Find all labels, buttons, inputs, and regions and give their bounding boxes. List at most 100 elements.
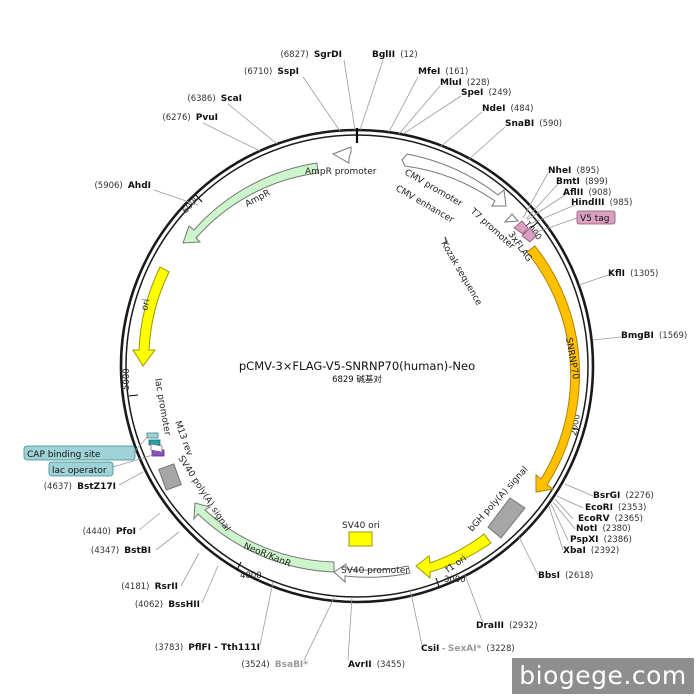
site-sspi: (6710) SspI [244,59,299,78]
leader-tth111i [259,581,274,646]
tick-4000 [236,561,242,571]
t7-promoter-arrow [503,213,520,223]
site-pspxi: PspXI (2386) [570,527,632,546]
site-leader-lines [118,59,622,661]
cap-binding-site-callout-box [23,445,136,461]
leader-rsrii [180,552,200,587]
f1-ori-arrow [415,533,492,580]
tick-label-5000: 5000 [122,368,132,390]
label-t7-promoter: T7 promoter [467,206,516,252]
site-bbsi: BbsI (2618) [538,563,593,582]
leader-noti [552,501,576,530]
v5-tag-arrow [521,227,537,243]
leader-ecorv [554,498,574,520]
kozak-sequence-mark [444,236,448,244]
label-sv40-polya: SV40 poly(A) signal [175,454,231,533]
tick-3000 [435,577,440,588]
leader-draiii [464,574,484,624]
cap-binding-site-callout-line [134,435,149,452]
lac-operator-callout-line [112,454,154,468]
site-xbai: XbaI (2392) [563,538,619,557]
leader-nhei-group-2 [525,183,559,220]
leader-bsrgi [564,483,594,497]
ori-arrow [132,266,170,367]
site-scai: (6386) ScaI [187,86,242,105]
tick-label-4000: 4000 [240,571,262,581]
site-pfoi: (4440) PfoI [83,519,136,538]
leader-bmgbi [592,336,622,341]
site-csii-sexai: CsiI - SexAI* (3228) [421,636,515,655]
site-noti: NotI (2380) [576,516,631,535]
leader-sspi [302,76,341,132]
leader-bsabi [303,595,336,661]
lac-promoter-arrow [150,443,163,453]
site-bglii: BglII (12) [372,42,418,61]
label-kozak-sequence: Kozak sequence [438,240,483,308]
site-bstz17i: (4637) BstZ17I [44,474,116,493]
leader-xbai [548,505,564,551]
site-mlui: MluI (228) [440,70,490,89]
site-ahdi: (5906) AhdI [94,173,151,192]
ampr-arrow [182,162,319,244]
bgh-polya-box [487,497,526,539]
site-avrii: AvrII (3455) [348,652,405,671]
site-bmgbi: BmgBI (1569) [621,323,687,342]
label-sv40-promoter: SV40 promoter [341,566,409,576]
leader-spei [402,95,462,135]
leader-snabi [467,126,506,161]
leader-kfli [578,274,609,286]
plasmid-size: 6829 碱基对 [332,374,382,385]
label-lac-promoter: lac promoter [152,378,172,437]
leader-mfei [388,76,419,133]
leader-ahdi [153,189,199,206]
label-ori: ori [140,298,152,312]
site-ecori: EcoRI (2353) [585,495,646,514]
site-ecorv: EcoRV (2365) [578,506,643,525]
3xflag-arrow [513,220,529,235]
lac-operator-callout-box [48,461,114,477]
leader-bbsi [518,536,539,576]
site-draiii: DraIII (2932) [476,613,537,632]
label-cap-binding-site: CAP binding site [27,450,101,460]
site-mfei: MfeI (161) [418,59,468,78]
leader-ecori [556,495,584,509]
leader-sgrdi [343,59,356,131]
site-aflii: AflII (908) [563,180,611,199]
label-m13-rev: M13 rev [172,420,194,458]
tick-label-6000: 6000 [181,193,203,216]
tick-label-3000: 3000 [444,575,466,585]
label-sv40-ori: SV40 ori [342,521,380,531]
site-pflfi-tth111i: (3783) PflFI - Tth111I [155,635,260,654]
plasmid-title: pCMV-3×FLAG-V5-SNRNP70(human)-Neo [239,359,475,373]
ampr-promoter-arrow [331,146,352,164]
site-kfli: KflI (1305) [608,261,658,280]
leader-nhei-group [522,172,549,219]
leader-bstbi [155,531,180,551]
site-hindiii: HindIII (985) [571,190,632,209]
leader-pspxi [550,503,569,541]
leader-mlui [398,85,441,135]
sv40-ori-box [348,531,373,547]
leader-nhei-group-3 [526,192,569,221]
site-bsshii: (4062) BssHII [135,592,200,611]
label-v5-tag: V5 tag [580,214,610,224]
site-rsrii: (4181) RsrII [121,574,178,593]
leader-avrii [347,596,353,661]
leader-bsshii [201,565,219,604]
leader-bstz17i [118,471,144,486]
cap-binding-site-marker [146,432,159,439]
leader-bglii [359,59,384,131]
label-ampr-promoter: AmpR promoter [305,167,377,177]
tick-1000 [530,221,539,229]
neor-kanr-arrow [193,502,335,573]
leader-pvui [202,122,261,152]
site-ndei: NdeI (484) [482,96,533,115]
site-spei: SpeI (249) [461,80,511,99]
v5-tag-callout-box [576,210,616,225]
tick-6000 [195,194,203,203]
site-bsrgi: BsrGI (2276) [593,483,654,502]
sv40-promoter-arrow [333,563,411,584]
leader-csii [409,588,423,646]
label-lac-operator: lac operator [52,466,107,476]
